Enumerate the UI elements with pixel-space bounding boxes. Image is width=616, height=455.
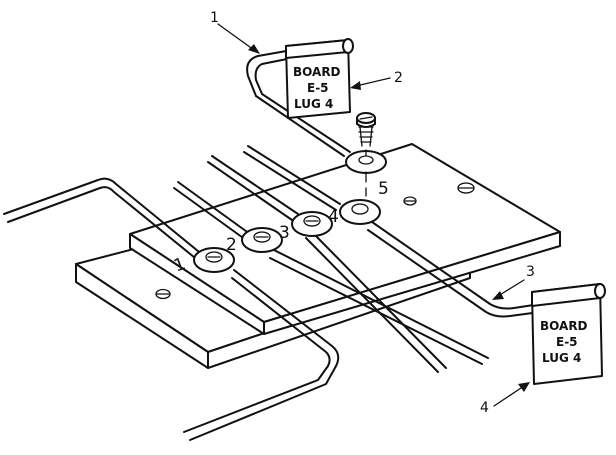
lug-number-4: 4 xyxy=(328,207,339,227)
callout-2-label: 2 xyxy=(394,70,403,86)
tag-top-line-2: E-5 xyxy=(307,81,329,95)
wire-2 xyxy=(173,181,489,365)
lug-4 xyxy=(339,199,381,225)
wire-tag-top: BOARD E-5 LUG 4 xyxy=(285,38,354,119)
board-mount-screw xyxy=(155,288,171,300)
wire-5 xyxy=(246,49,351,157)
tag-bottom-line-1: BOARD xyxy=(540,319,588,333)
lug-number-2: 2 xyxy=(226,235,237,255)
lug-number-5: 5 xyxy=(378,179,389,199)
callout-3: 3 xyxy=(492,264,535,300)
wire-4 xyxy=(243,145,541,318)
tag-top-line-1: BOARD xyxy=(293,65,341,79)
callout-2: 2 xyxy=(350,70,403,90)
tag-bottom-line-2: E-5 xyxy=(556,335,578,349)
callout-1-label: 1 xyxy=(210,10,219,26)
lug-2 xyxy=(241,227,283,253)
wire-3 xyxy=(207,155,447,373)
callout-4-label: 4 xyxy=(480,400,489,416)
callout-1: 1 xyxy=(210,10,260,54)
callout-4: 4 xyxy=(480,382,530,416)
wire-1 xyxy=(3,177,340,441)
terminal-screw xyxy=(356,112,376,197)
lug-number-3: 3 xyxy=(279,223,290,243)
wire-tag-bottom: BOARD E-5 LUG 4 xyxy=(531,283,606,385)
lug-3 xyxy=(291,211,333,237)
board-mount-screw xyxy=(403,196,417,206)
tag-bottom-line-3: LUG 4 xyxy=(542,351,581,365)
lug-1 xyxy=(193,247,235,273)
tag-top-line-3: LUG 4 xyxy=(294,97,333,111)
board-mount-screw xyxy=(457,182,475,194)
callout-3-label: 3 xyxy=(526,264,535,280)
terminal-board xyxy=(129,143,561,335)
